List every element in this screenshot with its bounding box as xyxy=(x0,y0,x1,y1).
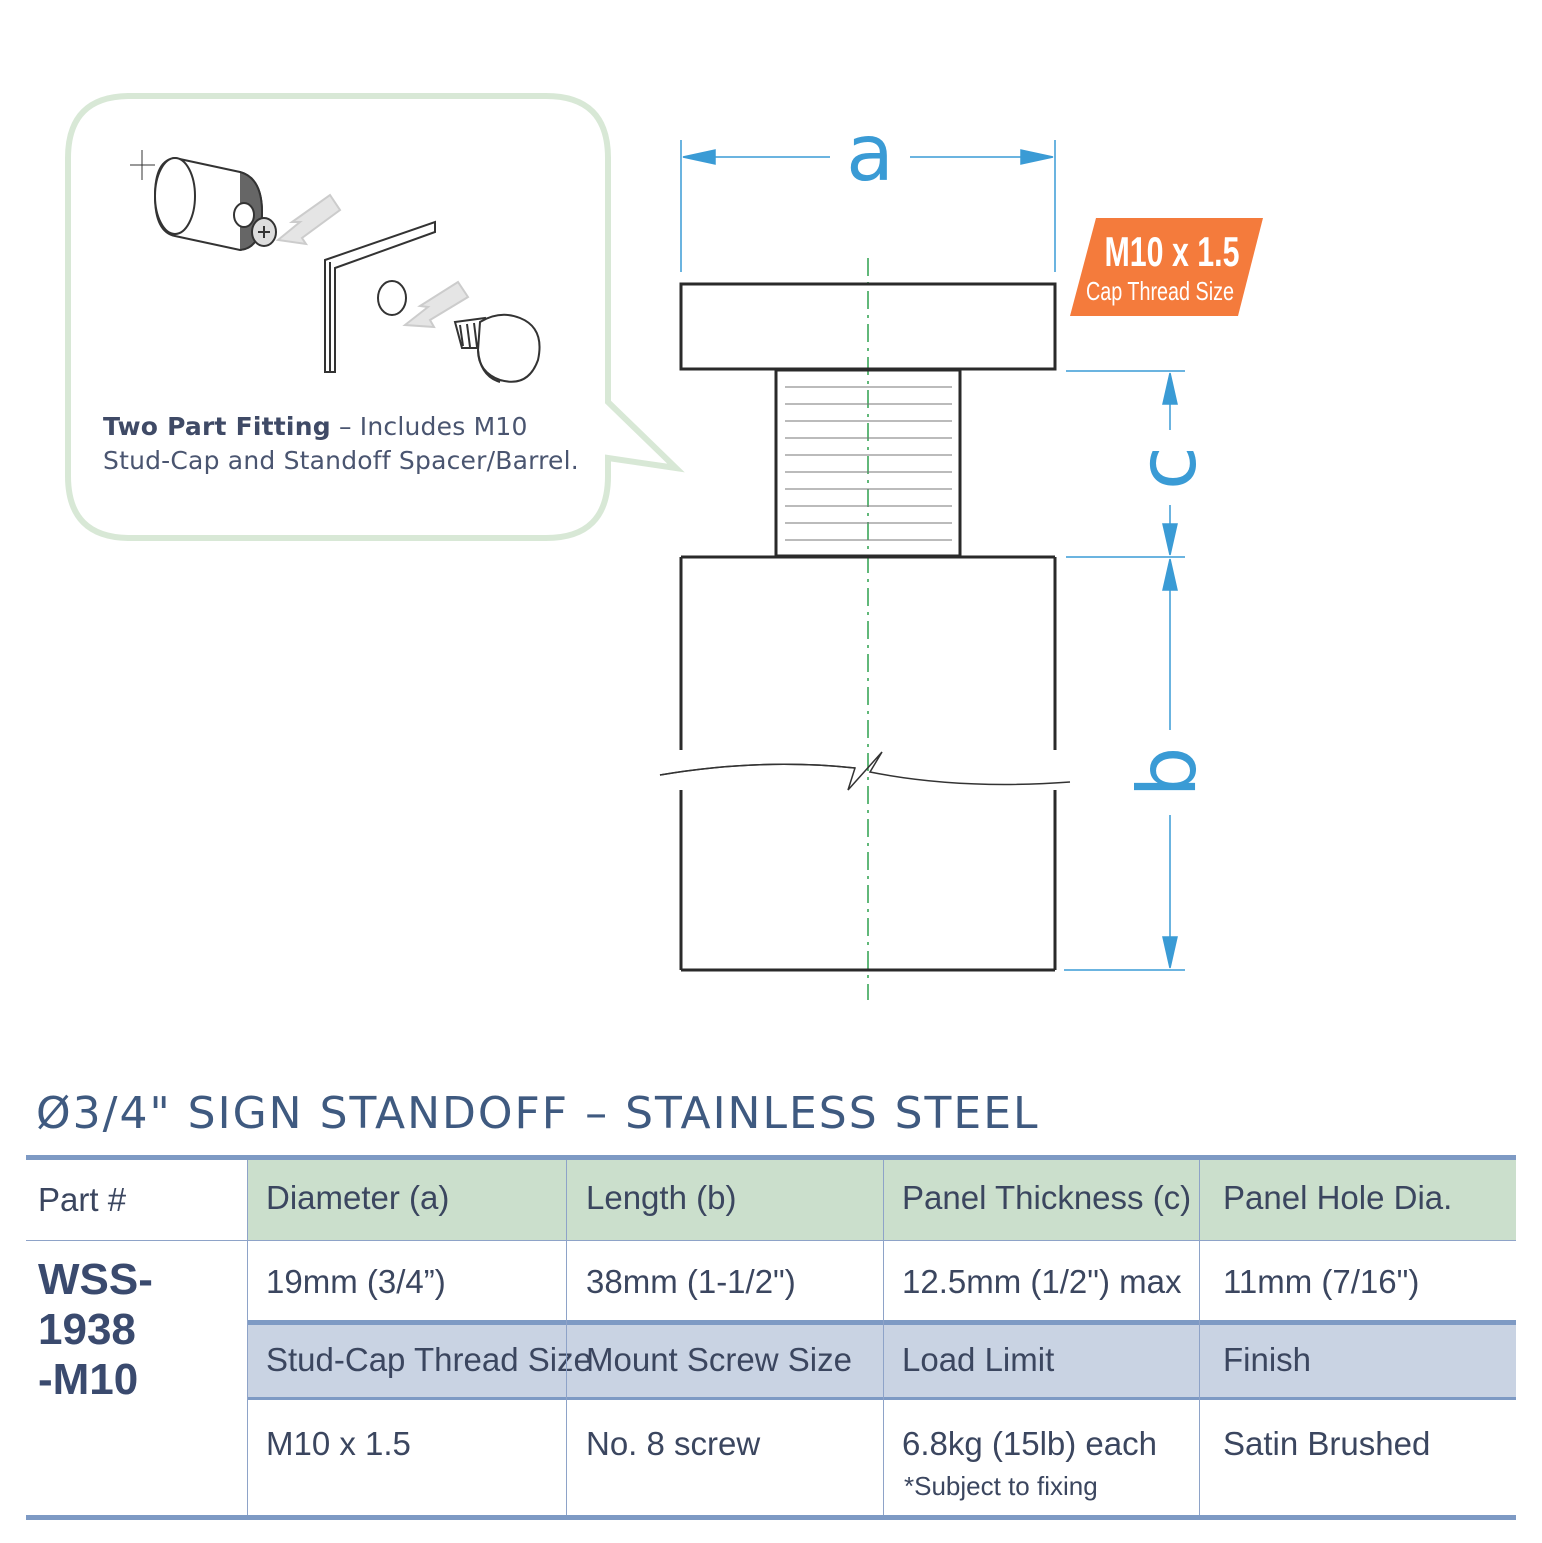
dimension-b xyxy=(1064,558,1185,971)
table-top-rule xyxy=(26,1155,1516,1160)
header-load-limit: Load Limit xyxy=(902,1341,1055,1378)
thread-size-tag xyxy=(1070,218,1263,316)
header-diameter: Diameter (a) xyxy=(266,1179,450,1216)
header-panel-hole-dia: Panel Hole Dia. xyxy=(1223,1179,1453,1216)
table-bottom-rule xyxy=(26,1515,1516,1520)
break-lines xyxy=(659,751,1071,791)
barrel-outline xyxy=(679,555,1057,972)
dimension-a xyxy=(680,140,1056,272)
callout-text-line2: Stud-Cap and Standoff Spacer/Barrel. xyxy=(103,446,579,475)
thread-lines xyxy=(785,386,952,541)
dimension-c xyxy=(1066,370,1185,558)
value-diameter: 19mm (3/4”) xyxy=(266,1263,446,1300)
part-number-line2: -M10 xyxy=(38,1355,139,1404)
col-divider-4 xyxy=(1199,1160,1200,1515)
value-finish: Satin Brushed xyxy=(1223,1425,1431,1462)
header-panel-thickness: Panel Thickness (c) xyxy=(902,1179,1192,1216)
col-divider-1 xyxy=(247,1160,248,1515)
standoff-diagram: a c b M10 x 1.5 Cap Thread Size xyxy=(65,93,1263,1000)
value-load-limit: 6.8kg (15lb) each xyxy=(902,1425,1157,1462)
value-length: 38mm (1-1/2") xyxy=(586,1263,796,1300)
col-divider-2 xyxy=(566,1160,567,1515)
callout-description: Two Part Fitting – Includes M10 Stud-Cap… xyxy=(103,410,583,478)
part-label: Part # xyxy=(38,1181,127,1218)
row2-top-rule xyxy=(248,1320,1516,1325)
callout-bold-title: Two Part Fitting xyxy=(103,412,331,441)
thread-size-caption: Cap Thread Size xyxy=(1086,276,1234,306)
product-title: Ø3/4" SIGN STANDOFF – STAINLESS STEEL xyxy=(36,1088,1040,1139)
header-row-2 xyxy=(248,1325,1516,1397)
exploded-fitting-illustration xyxy=(130,150,541,383)
part-number-line1: WSS-1938 xyxy=(38,1255,153,1354)
dimension-a-label: a xyxy=(846,109,894,199)
dimension-c-label: c xyxy=(1121,446,1214,490)
header-finish: Finish xyxy=(1223,1341,1312,1378)
value-panel-hole-dia: 11mm (7/16") xyxy=(1223,1263,1420,1300)
row-divider xyxy=(26,1240,1516,1241)
row2-bottom-rule xyxy=(248,1397,1516,1400)
header-row-1 xyxy=(248,1160,1516,1240)
col-divider-3 xyxy=(883,1160,884,1515)
header-stud-cap-thread: Stud-Cap Thread Size xyxy=(266,1341,592,1378)
value-mount-screw: No. 8 screw xyxy=(586,1425,761,1462)
load-limit-note: *Subject to fixing xyxy=(904,1471,1098,1501)
thread-size-value: M10 x 1.5 xyxy=(1105,228,1240,275)
callout-text-line1: – Includes M10 xyxy=(330,412,528,441)
part-number: WSS-1938 -M10 xyxy=(38,1255,248,1405)
value-stud-cap-thread: M10 x 1.5 xyxy=(266,1425,411,1462)
value-panel-thickness: 12.5mm (1/2") max xyxy=(902,1263,1182,1300)
header-mount-screw: Mount Screw Size xyxy=(586,1341,852,1378)
header-length: Length (b) xyxy=(586,1179,737,1216)
dimension-b-label: b xyxy=(1121,747,1214,798)
